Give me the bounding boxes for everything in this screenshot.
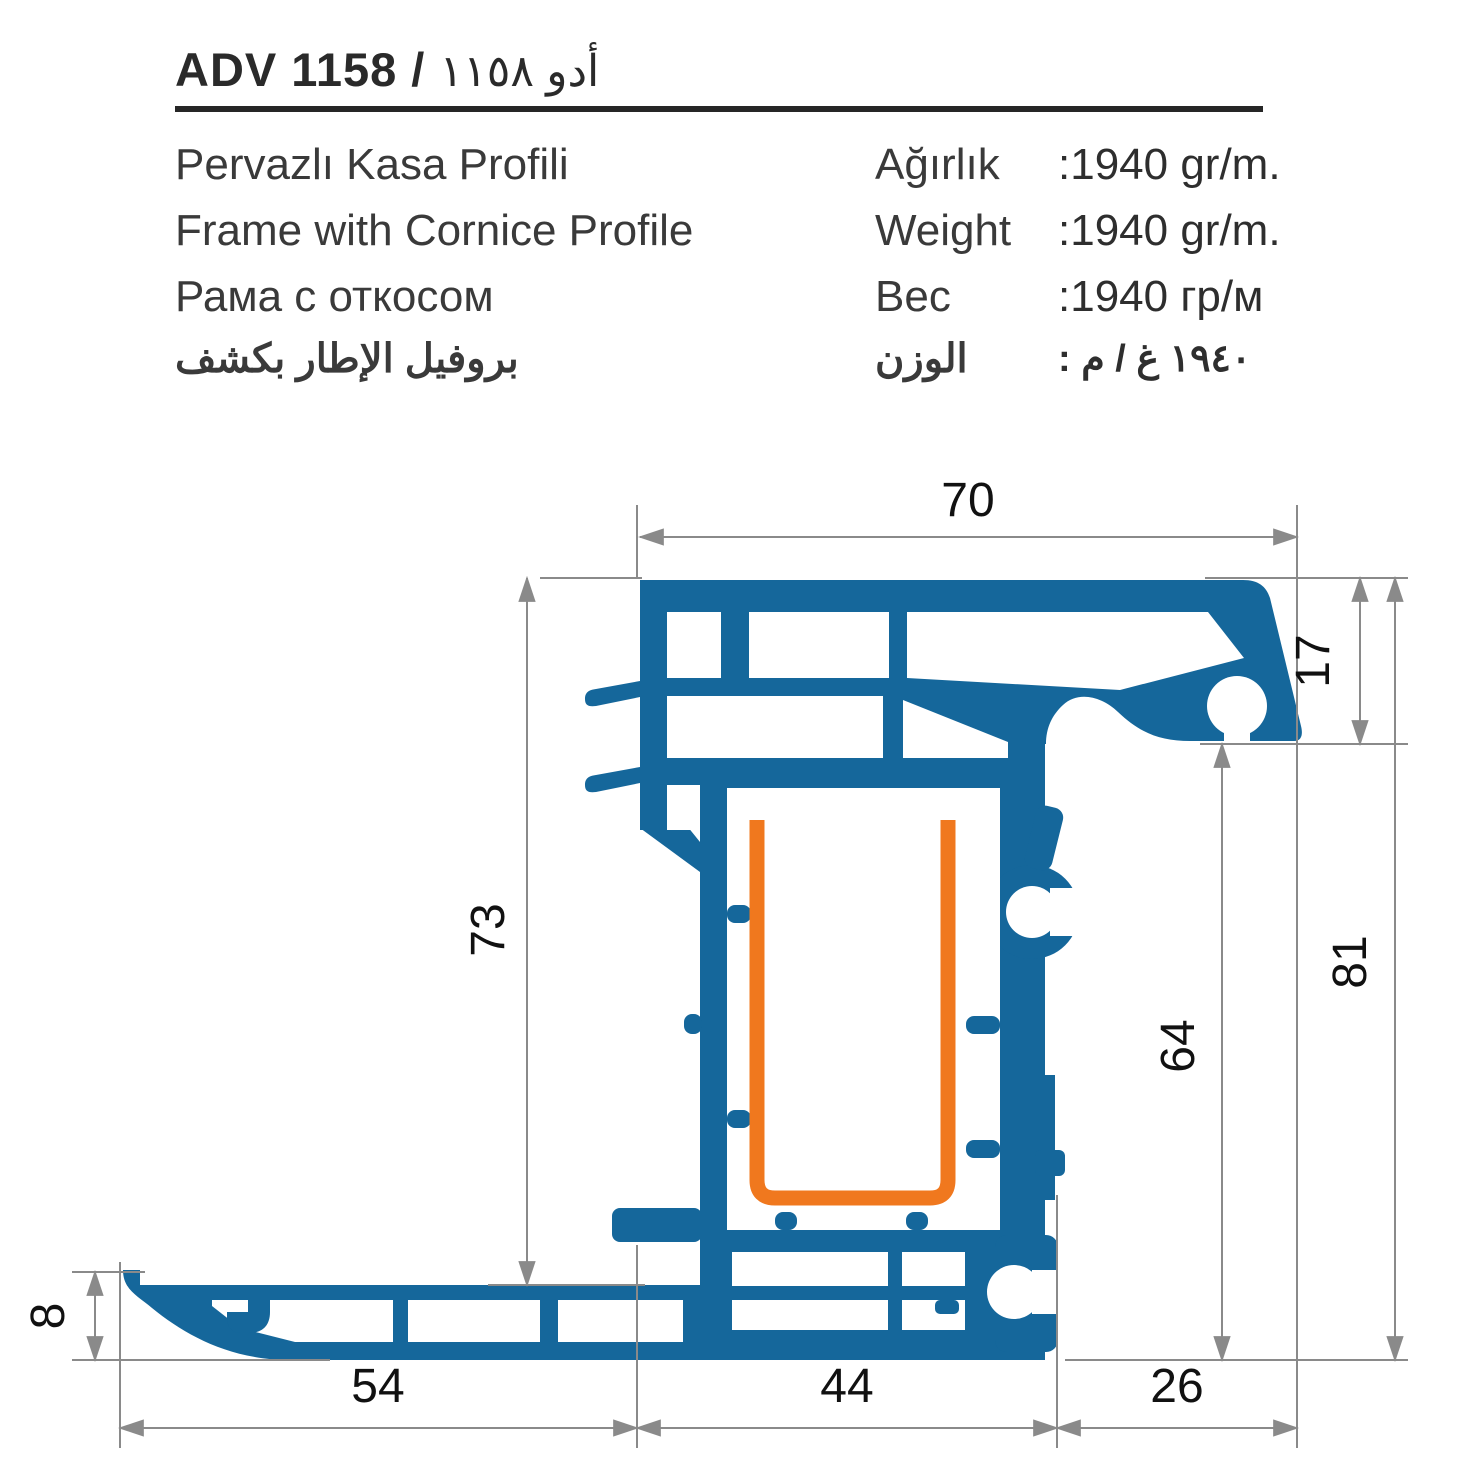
product-name-russian: Рама с откосом — [175, 272, 494, 321]
dim-label-8: 8 — [22, 1303, 75, 1330]
product-name-english: Frame with Cornice Profile — [175, 206, 694, 255]
left-fin-upper — [585, 681, 640, 707]
page-title: ADV 1158 / أدو ١١٥٨ — [175, 42, 599, 97]
profile-left-wall-foot — [640, 800, 700, 872]
steel-chamber-cavity — [727, 788, 1000, 1230]
dim-label-44: 44 — [820, 1360, 873, 1413]
profile-code-arabic: أدو ١١٥٨ — [439, 47, 600, 96]
weight-label-turkish: Ağırlık — [875, 140, 1000, 189]
product-name-arabic: بروفيل الإطار بكشف — [175, 337, 519, 381]
dim-label-54: 54 — [351, 1360, 404, 1413]
title-underline — [175, 106, 1263, 112]
product-name-turkish: Pervazlı Kasa Profili — [175, 140, 569, 189]
dimension-labels: 70 17 81 64 73 8 54 44 26 — [22, 474, 1377, 1413]
weight-label-english: Weight — [875, 206, 1012, 255]
left-fin-lower — [585, 767, 640, 793]
dim-label-73: 73 — [462, 903, 515, 956]
gasket-notch-slot — [1224, 706, 1250, 746]
bottom-left-wall — [700, 1208, 732, 1360]
dim-label-26: 26 — [1150, 1360, 1203, 1413]
profile-details — [227, 905, 1000, 1333]
weight-value-russian: :1940 гр/м — [1058, 272, 1264, 321]
dim-label-70: 70 — [941, 474, 994, 527]
weight-label-arabic: الوزن — [875, 337, 968, 381]
dimension-lines — [72, 505, 1408, 1448]
steel-reinforcement-channel — [749, 820, 956, 1206]
profile-code: ADV 1158 / — [175, 43, 426, 96]
weight-value-arabic: ١٩٤٠ غ / م : — [1058, 338, 1252, 380]
right-step — [1035, 1075, 1055, 1200]
dim-label-17: 17 — [1287, 634, 1340, 687]
left-ledge — [612, 1208, 702, 1242]
dim-label-64: 64 — [1152, 1019, 1205, 1072]
weight-label-russian: Вес — [875, 272, 951, 321]
weight-value-turkish: :1940 gr/m. — [1058, 140, 1281, 189]
dim-label-81: 81 — [1324, 935, 1377, 988]
right-tab — [1035, 1150, 1065, 1176]
weight-value-english: :1940 gr/m. — [1058, 206, 1281, 255]
upper-finger — [1024, 805, 1064, 871]
cornice-hook — [227, 1285, 270, 1333]
